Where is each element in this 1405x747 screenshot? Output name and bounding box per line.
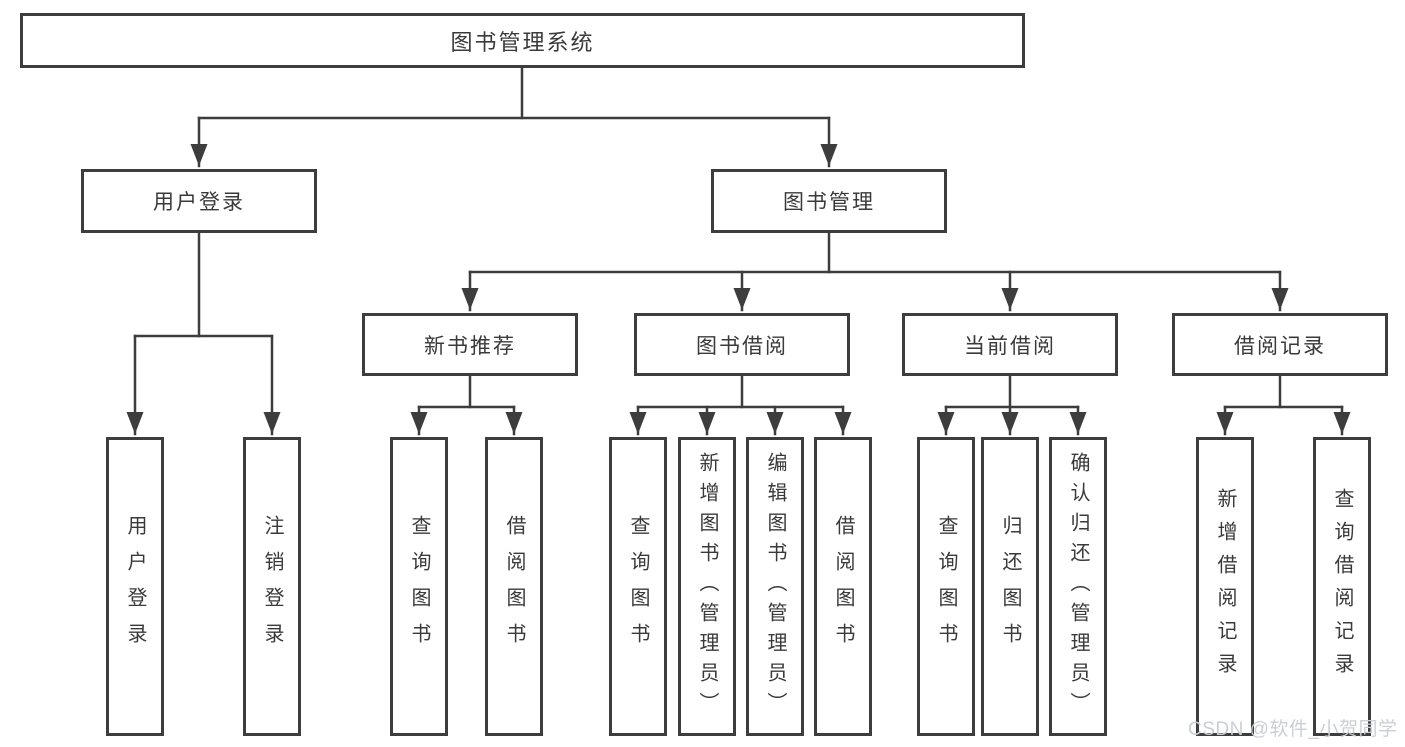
leaf-bb-add-books-admin-label: 新增图书（管理员）	[696, 451, 718, 722]
leaf-bb-borrow-books: 借阅图书	[814, 437, 872, 736]
node-book-borrowing-label: 图书借阅	[696, 334, 788, 358]
node-user-login: 用户登录	[81, 169, 317, 233]
leaf-cb-confirm-return-admin: 确认归还（管理员）	[1049, 437, 1107, 736]
leaf-user-login: 用户登录	[106, 437, 164, 736]
node-book-management-label: 图书管理	[783, 191, 875, 214]
leaf-cb-query-books: 查询图书	[917, 437, 975, 736]
leaf-bb-query-books-label: 查询图书	[627, 514, 649, 659]
leaf-logout-label: 注销登录	[261, 514, 283, 659]
node-book-borrowing: 图书借阅	[634, 313, 850, 376]
leaf-br-add-record: 新增借阅记录	[1196, 437, 1254, 736]
leaf-bb-borrow-books-label: 借阅图书	[832, 514, 854, 659]
node-book-management-system: 图书管理系统	[20, 13, 1025, 68]
leaf-bb-edit-books-admin-label: 编辑图书（管理员）	[764, 451, 786, 722]
leaf-br-query-record: 查询借阅记录	[1313, 437, 1371, 736]
leaf-bb-query-books: 查询图书	[609, 437, 667, 736]
node-borrowing-records: 借阅记录	[1172, 313, 1388, 376]
leaf-logout: 注销登录	[243, 437, 301, 736]
watermark: CSDN @软件_小贺同学	[1188, 719, 1398, 740]
node-book-management: 图书管理	[711, 169, 947, 233]
node-new-book-recommend-label: 新书推荐	[424, 334, 516, 358]
leaf-nbr-borrow-books: 借阅图书	[485, 437, 543, 736]
leaf-nbr-query-books: 查询图书	[390, 437, 448, 736]
leaf-br-query-record-label: 查询借阅记录	[1331, 487, 1353, 686]
node-current-borrowing: 当前借阅	[902, 313, 1118, 376]
leaf-br-add-record-label: 新增借阅记录	[1214, 487, 1236, 686]
leaf-cb-confirm-return-admin-label: 确认归还（管理员）	[1067, 451, 1089, 722]
node-new-book-recommend: 新书推荐	[362, 313, 578, 376]
node-book-management-system-label: 图书管理系统	[450, 29, 595, 55]
leaf-bb-edit-books-admin: 编辑图书（管理员）	[746, 437, 804, 736]
leaf-bb-add-books-admin: 新增图书（管理员）	[678, 437, 736, 736]
node-user-login-label: 用户登录	[153, 191, 245, 214]
leaf-cb-return-books: 归还图书	[981, 437, 1039, 736]
leaf-cb-return-books-label: 归还图书	[999, 514, 1021, 659]
node-borrowing-records-label: 借阅记录	[1234, 334, 1326, 358]
leaf-user-login-label: 用户登录	[124, 514, 146, 659]
leaf-cb-query-books-label: 查询图书	[935, 514, 957, 659]
node-current-borrowing-label: 当前借阅	[964, 334, 1056, 358]
leaf-nbr-query-books-label: 查询图书	[408, 514, 430, 659]
leaf-nbr-borrow-books-label: 借阅图书	[503, 514, 525, 659]
